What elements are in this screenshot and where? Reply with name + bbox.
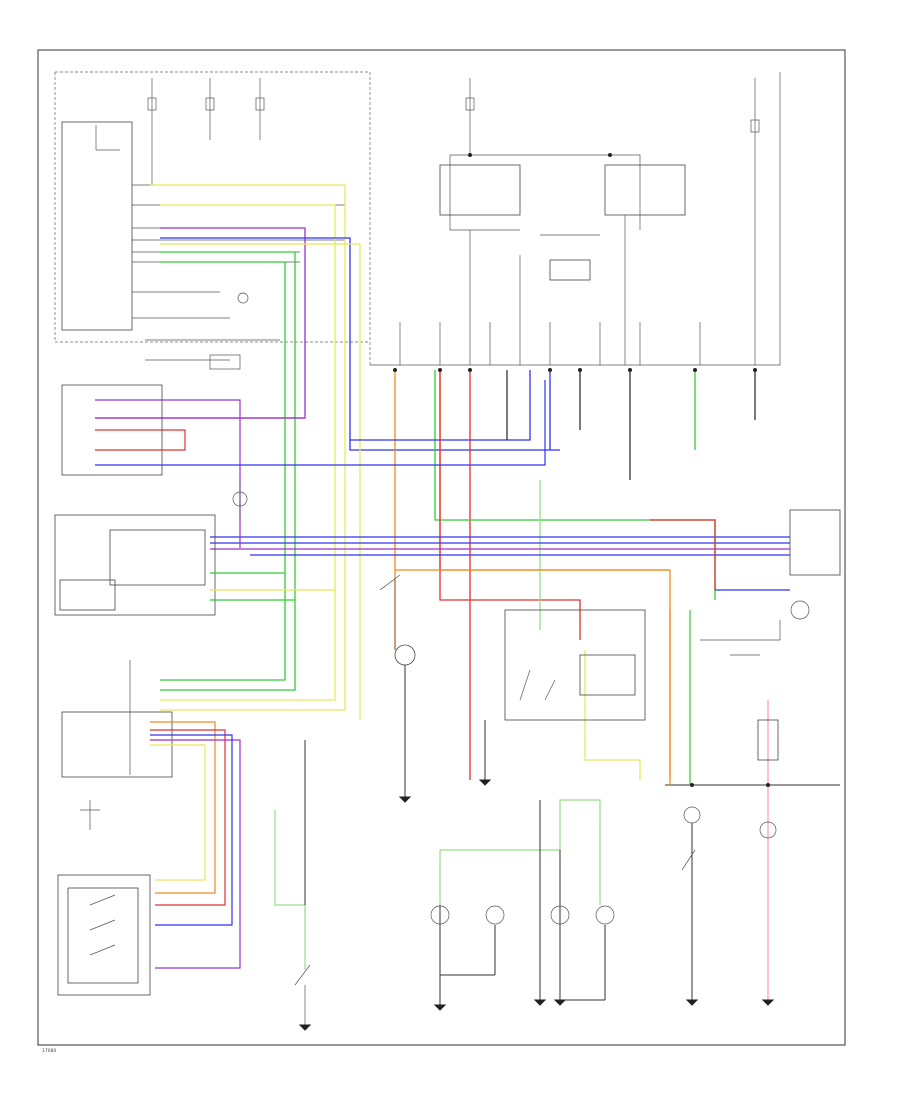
footer-code: 17080	[42, 1048, 56, 1054]
headlight-switch	[57, 874, 151, 996]
lower-left-control-unit	[61, 660, 241, 969]
brake-light-switch	[274, 740, 311, 1025]
diagram-border	[37, 49, 846, 1046]
wire-bundle-left	[95, 184, 560, 720]
center-relay-block	[370, 72, 781, 366]
combination-switch-left	[61, 380, 546, 548]
right-front-harness	[700, 509, 841, 656]
junction-dots	[393, 153, 770, 787]
wire-bundle-center	[350, 370, 756, 780]
headlight-relay-box	[484, 609, 646, 780]
lower-lamp-group	[430, 799, 615, 1010]
body-control-module	[54, 514, 335, 616]
tail-light-circuit	[665, 610, 840, 1000]
wire-bus-horizontal	[210, 519, 790, 590]
left-headlight-group	[379, 574, 416, 800]
fuse-relay-block	[54, 71, 371, 370]
ground-symbols	[298, 779, 775, 1031]
